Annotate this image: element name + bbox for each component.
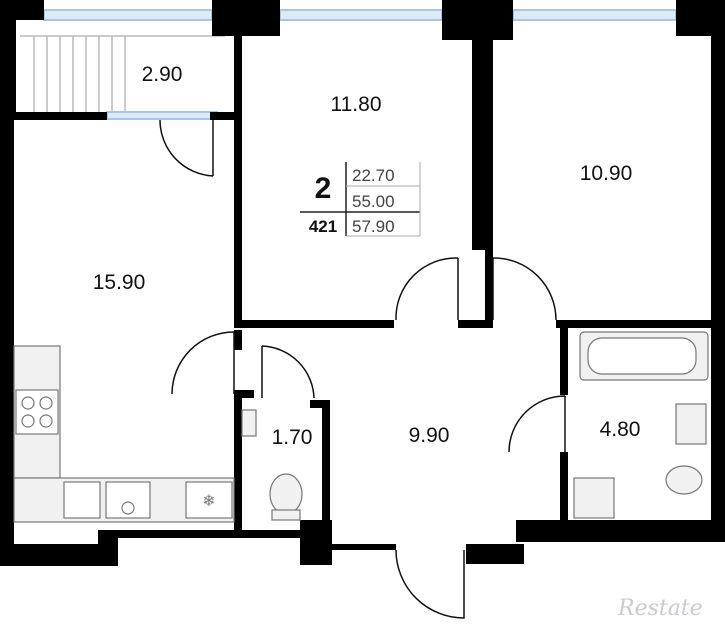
door-loggia (159, 119, 214, 177)
bathtub-inner (587, 337, 697, 375)
door-entrance (395, 549, 465, 619)
loggia-hatching (20, 35, 225, 112)
door-bedroom-right (492, 257, 557, 321)
burner-icon (39, 414, 53, 428)
room-wc-area: 1.70 (272, 426, 313, 449)
door-bathroom (508, 395, 566, 453)
useful-area: 55.00 (352, 192, 395, 211)
room-bathroom-area: 4.80 (600, 418, 641, 441)
total-area: 57.90 (352, 217, 395, 236)
washbasin (675, 403, 707, 445)
walls (0, 0, 725, 566)
kitchen-fixtures (13, 345, 235, 523)
toilet-bathroom (665, 465, 703, 495)
room-kitchen-area: 15.90 (93, 271, 146, 294)
rooms-count: 2 (315, 172, 332, 205)
apartment-info-box: 2 421 22.70 55.00 57.90 (300, 162, 421, 237)
lot-number: 421 (309, 217, 337, 236)
burner-icon (39, 396, 53, 410)
room-hall-area: 9.90 (409, 424, 450, 447)
washing-machine-bath (573, 477, 615, 519)
room-loggia-area: 2.90 (142, 63, 183, 86)
room-bedroom-right-area: 10.90 (580, 162, 633, 185)
room-bedroom-left-area: 11.80 (331, 93, 382, 116)
door-wc (261, 345, 315, 399)
washing-drum-icon (121, 501, 135, 515)
door-swings (159, 119, 566, 619)
wc-fixtures (241, 409, 303, 521)
wc-sink (241, 409, 257, 437)
door-kitchen (171, 331, 235, 395)
bathroom-fixtures (573, 331, 709, 519)
watermark-logo: Restate (617, 596, 703, 621)
burner-icon (21, 396, 35, 410)
window-loggia-inner (106, 111, 218, 120)
door-bedroom-left (395, 257, 459, 321)
window-top-middle (279, 9, 443, 21)
burner-icon (21, 414, 35, 428)
window-top-left (43, 9, 213, 21)
living-area: 22.70 (352, 166, 395, 185)
snowflake-icon: ❄ (202, 491, 215, 510)
toilet-wc-tank (271, 509, 301, 521)
window-top-right (512, 9, 677, 21)
kitchen-sink (63, 481, 101, 519)
stove-top (15, 389, 59, 435)
fridge (185, 481, 233, 519)
toilet-wc (269, 473, 303, 515)
